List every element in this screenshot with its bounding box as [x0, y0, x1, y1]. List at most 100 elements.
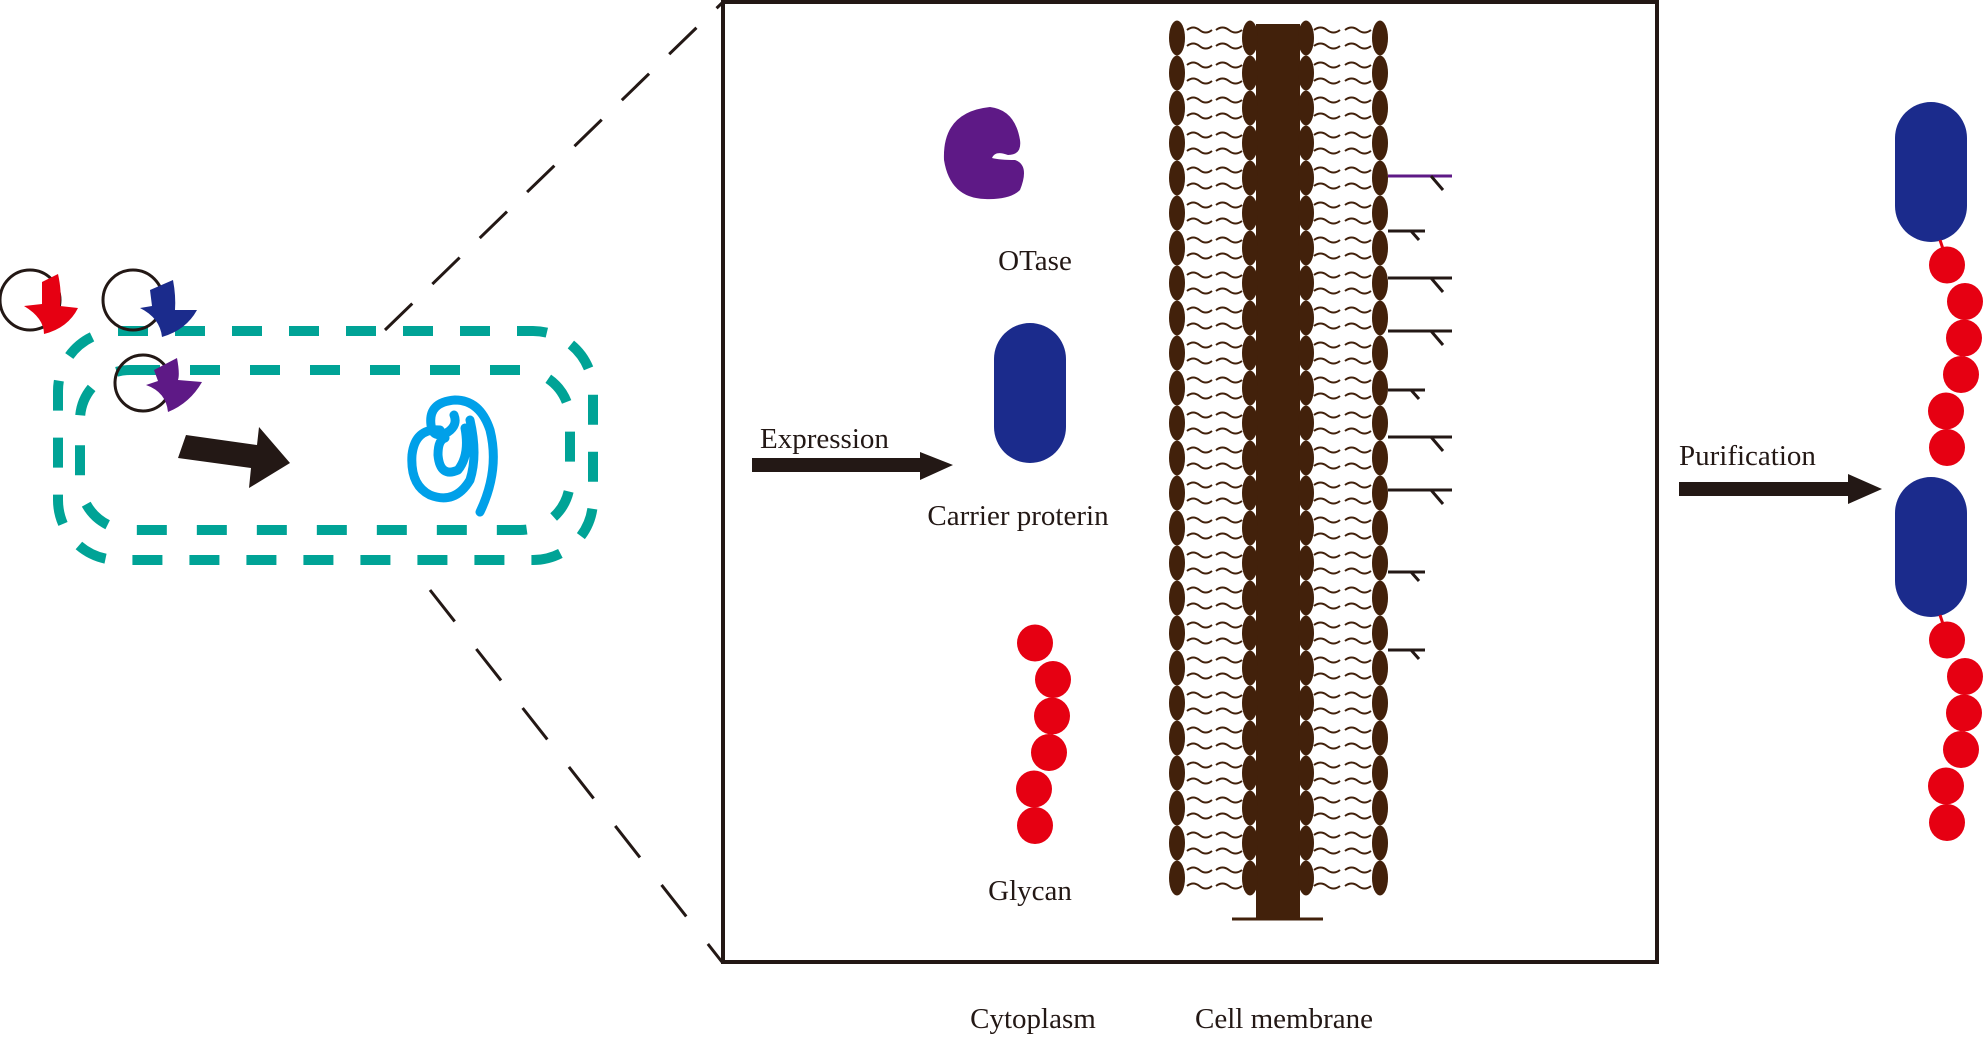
lipid-tail — [1313, 726, 1341, 734]
lipid-head — [1298, 370, 1314, 406]
lipid-tail — [1344, 462, 1372, 470]
lipid-tail — [1313, 411, 1341, 419]
lipid-tail — [1344, 866, 1372, 874]
lipid-tail — [1344, 166, 1372, 174]
lipid-tail — [1344, 77, 1372, 85]
lipid-tail — [1344, 306, 1372, 314]
lipid-tail — [1313, 427, 1341, 435]
lipid-tail — [1313, 691, 1341, 699]
lipid-tail — [1186, 201, 1213, 209]
lipid-tail — [1215, 42, 1243, 50]
lipid-carriers — [1388, 174, 1452, 660]
carrier-protein-label: Carrier proterin — [927, 500, 1109, 532]
lipid-tail — [1215, 567, 1243, 575]
lipid-tail — [1313, 551, 1341, 559]
lipid-head — [1169, 230, 1185, 266]
lipid-tail — [1313, 656, 1341, 664]
lipid-tail — [1215, 182, 1243, 190]
lipid-head — [1298, 440, 1314, 476]
lipid-tail — [1215, 866, 1243, 874]
lipid-tail — [1313, 831, 1341, 839]
lipid-head — [1372, 195, 1388, 231]
lipid-head — [1298, 580, 1314, 616]
lipid-tail — [1344, 567, 1372, 575]
lipid-head — [1242, 440, 1258, 476]
lipid-tail — [1215, 357, 1243, 365]
lipid-tail — [1313, 392, 1341, 400]
lipid-carrier — [1388, 388, 1425, 400]
lipid-carrier — [1388, 229, 1425, 241]
lipid-tail — [1186, 812, 1213, 820]
lipid-tail — [1313, 532, 1341, 540]
lipid-head — [1169, 265, 1185, 301]
lipid-tail — [1344, 357, 1372, 365]
lipid-head — [1169, 90, 1185, 126]
lipid-tail — [1215, 271, 1243, 279]
lipid-tail — [1186, 306, 1213, 314]
lipid-head — [1298, 125, 1314, 161]
lipid-tail — [1344, 201, 1372, 209]
lipid-tail — [1313, 516, 1341, 524]
blue-arrow-icon — [140, 280, 197, 337]
lipid-head — [1169, 55, 1185, 91]
lipid-tail — [1215, 637, 1243, 645]
lipid-tail — [1313, 201, 1341, 209]
purification-label: Purification — [1679, 440, 1816, 472]
lipid-head — [1372, 825, 1388, 861]
lipid-carrier-branch — [1429, 330, 1445, 346]
lipid-tail — [1313, 796, 1341, 804]
lipid-carrier-branch — [1429, 436, 1445, 452]
lipid-tail — [1313, 586, 1341, 594]
lipid-tail — [1215, 551, 1243, 559]
lipid-head — [1169, 825, 1185, 861]
lipid-tail — [1186, 147, 1213, 155]
lipid-head — [1169, 300, 1185, 336]
glycoprotein-glycan-unit — [1929, 804, 1965, 841]
lipid-tail — [1186, 411, 1213, 419]
lipid-head — [1372, 300, 1388, 336]
lipid-head — [1298, 405, 1314, 441]
lipid-tail — [1344, 656, 1372, 664]
lipid-tail — [1186, 376, 1213, 384]
lipid-head — [1169, 720, 1185, 756]
lipid-tail — [1313, 621, 1341, 629]
lipid-carrier — [1388, 174, 1452, 191]
lipid-tail — [1186, 166, 1213, 174]
lipid-tail — [1344, 882, 1372, 890]
lipid-tail — [1186, 481, 1213, 489]
lipid-tail — [1313, 61, 1341, 69]
lipid-tail — [1344, 287, 1372, 295]
lipid-head — [1242, 370, 1258, 406]
lipid-tail — [1313, 341, 1341, 349]
purification-arrow — [1679, 474, 1882, 504]
lipid-tail — [1186, 672, 1213, 680]
otase-icon — [943, 107, 1024, 200]
lipid-head — [1169, 790, 1185, 826]
lipid-tail — [1344, 427, 1372, 435]
lipid-tail — [1313, 26, 1341, 34]
lipid-tail — [1344, 726, 1372, 734]
lipid-tail — [1344, 497, 1372, 505]
lipid-head — [1242, 685, 1258, 721]
lipid-tail — [1344, 322, 1372, 330]
lipid-tail — [1313, 166, 1341, 174]
lipid-tail — [1215, 882, 1243, 890]
lipid-head — [1372, 230, 1388, 266]
lipid-head — [1169, 160, 1185, 196]
lipid-tail — [1215, 621, 1243, 629]
lipid-head — [1298, 20, 1314, 56]
lipid-tail — [1186, 532, 1213, 540]
lipid-tail — [1215, 812, 1243, 820]
lipid-head — [1242, 860, 1258, 896]
lipid-tail — [1215, 131, 1243, 139]
lipid-tail — [1344, 761, 1372, 769]
lipid-head — [1298, 650, 1314, 686]
lipid-tail — [1344, 742, 1372, 750]
lipid-head — [1372, 20, 1388, 56]
lipid-tail — [1313, 131, 1341, 139]
red-arrow-icon — [24, 274, 78, 334]
lipid-head — [1242, 265, 1258, 301]
lipid-tail — [1186, 866, 1213, 874]
glycoprotein-glycan-unit — [1929, 246, 1965, 284]
lipid-tail — [1344, 112, 1372, 120]
